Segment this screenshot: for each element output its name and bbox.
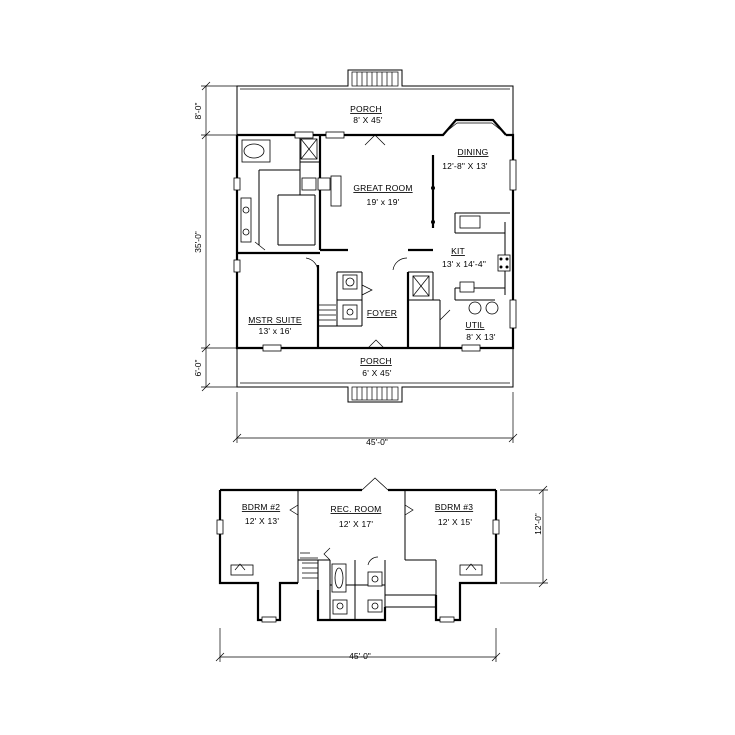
dim-upper-width: 45'-0" bbox=[349, 651, 371, 661]
dim-rear-porch-depth: 6'-0" bbox=[193, 360, 203, 377]
room-size-bdrm-3: 12' X 15' bbox=[438, 517, 473, 527]
main-room-labels: PORCH 8' X 45' DINING 12'-8" X 13' GREAT… bbox=[248, 104, 496, 378]
dim-main-width: 45'-0" bbox=[366, 437, 388, 447]
room-label-rec-room: REC. ROOM bbox=[331, 504, 382, 514]
upper-floor-plan: BDRM #2 12' X 13' REC. ROOM 12' X 17' BD… bbox=[215, 477, 548, 662]
room-label-great-room: GREAT ROOM bbox=[353, 183, 412, 193]
room-size-rec-room: 12' X 17' bbox=[339, 519, 374, 529]
room-size-util: 8' X 13' bbox=[466, 332, 496, 342]
room-label-dining: DINING bbox=[458, 147, 489, 157]
main-dimensions: 8'-0" 35'-0" 6'-0" 45'-0" bbox=[193, 81, 518, 447]
room-size-front-porch: 8' X 45' bbox=[353, 115, 383, 125]
room-size-mstr-suite: 13' x 16' bbox=[259, 326, 292, 336]
room-label-kit: KIT bbox=[451, 246, 465, 256]
front-porch bbox=[236, 69, 514, 135]
upper-room-labels: BDRM #2 12' X 13' REC. ROOM 12' X 17' BD… bbox=[242, 502, 473, 529]
room-label-rear-porch: PORCH bbox=[360, 356, 392, 366]
main-doors bbox=[254, 134, 451, 349]
upper-exterior-walls bbox=[216, 477, 500, 623]
room-label-util: UTIL bbox=[465, 320, 484, 330]
dim-upper-depth: 12'-0" bbox=[533, 513, 543, 535]
upper-fixtures bbox=[331, 563, 383, 615]
room-label-mstr-suite: MSTR SUITE bbox=[248, 315, 302, 325]
dim-porch-depth: 8'-0" bbox=[193, 103, 203, 120]
upper-dimensions: 12'-0" 45'-0" bbox=[215, 485, 548, 662]
main-floor-plan: PORCH 8' X 45' DINING 12'-8" X 13' GREAT… bbox=[193, 69, 518, 447]
room-size-bdrm-2: 12' X 13' bbox=[245, 516, 280, 526]
room-size-dining: 12'-8" X 13' bbox=[442, 161, 488, 171]
room-label-foyer: FOYER bbox=[367, 308, 397, 318]
room-label-front-porch: PORCH bbox=[350, 104, 382, 114]
room-size-great-room: 19' x 19' bbox=[367, 197, 400, 207]
rear-porch bbox=[236, 348, 514, 403]
main-fixtures bbox=[240, 138, 511, 321]
room-label-bdrm-3: BDRM #3 bbox=[435, 502, 473, 512]
main-windows bbox=[233, 131, 517, 352]
room-size-rear-porch: 6' X 45' bbox=[362, 368, 392, 378]
room-label-bdrm-2: BDRM #2 bbox=[242, 502, 280, 512]
dim-house-depth: 35'-0" bbox=[193, 231, 203, 253]
room-size-kit: 13' x 14'-4" bbox=[442, 259, 486, 269]
